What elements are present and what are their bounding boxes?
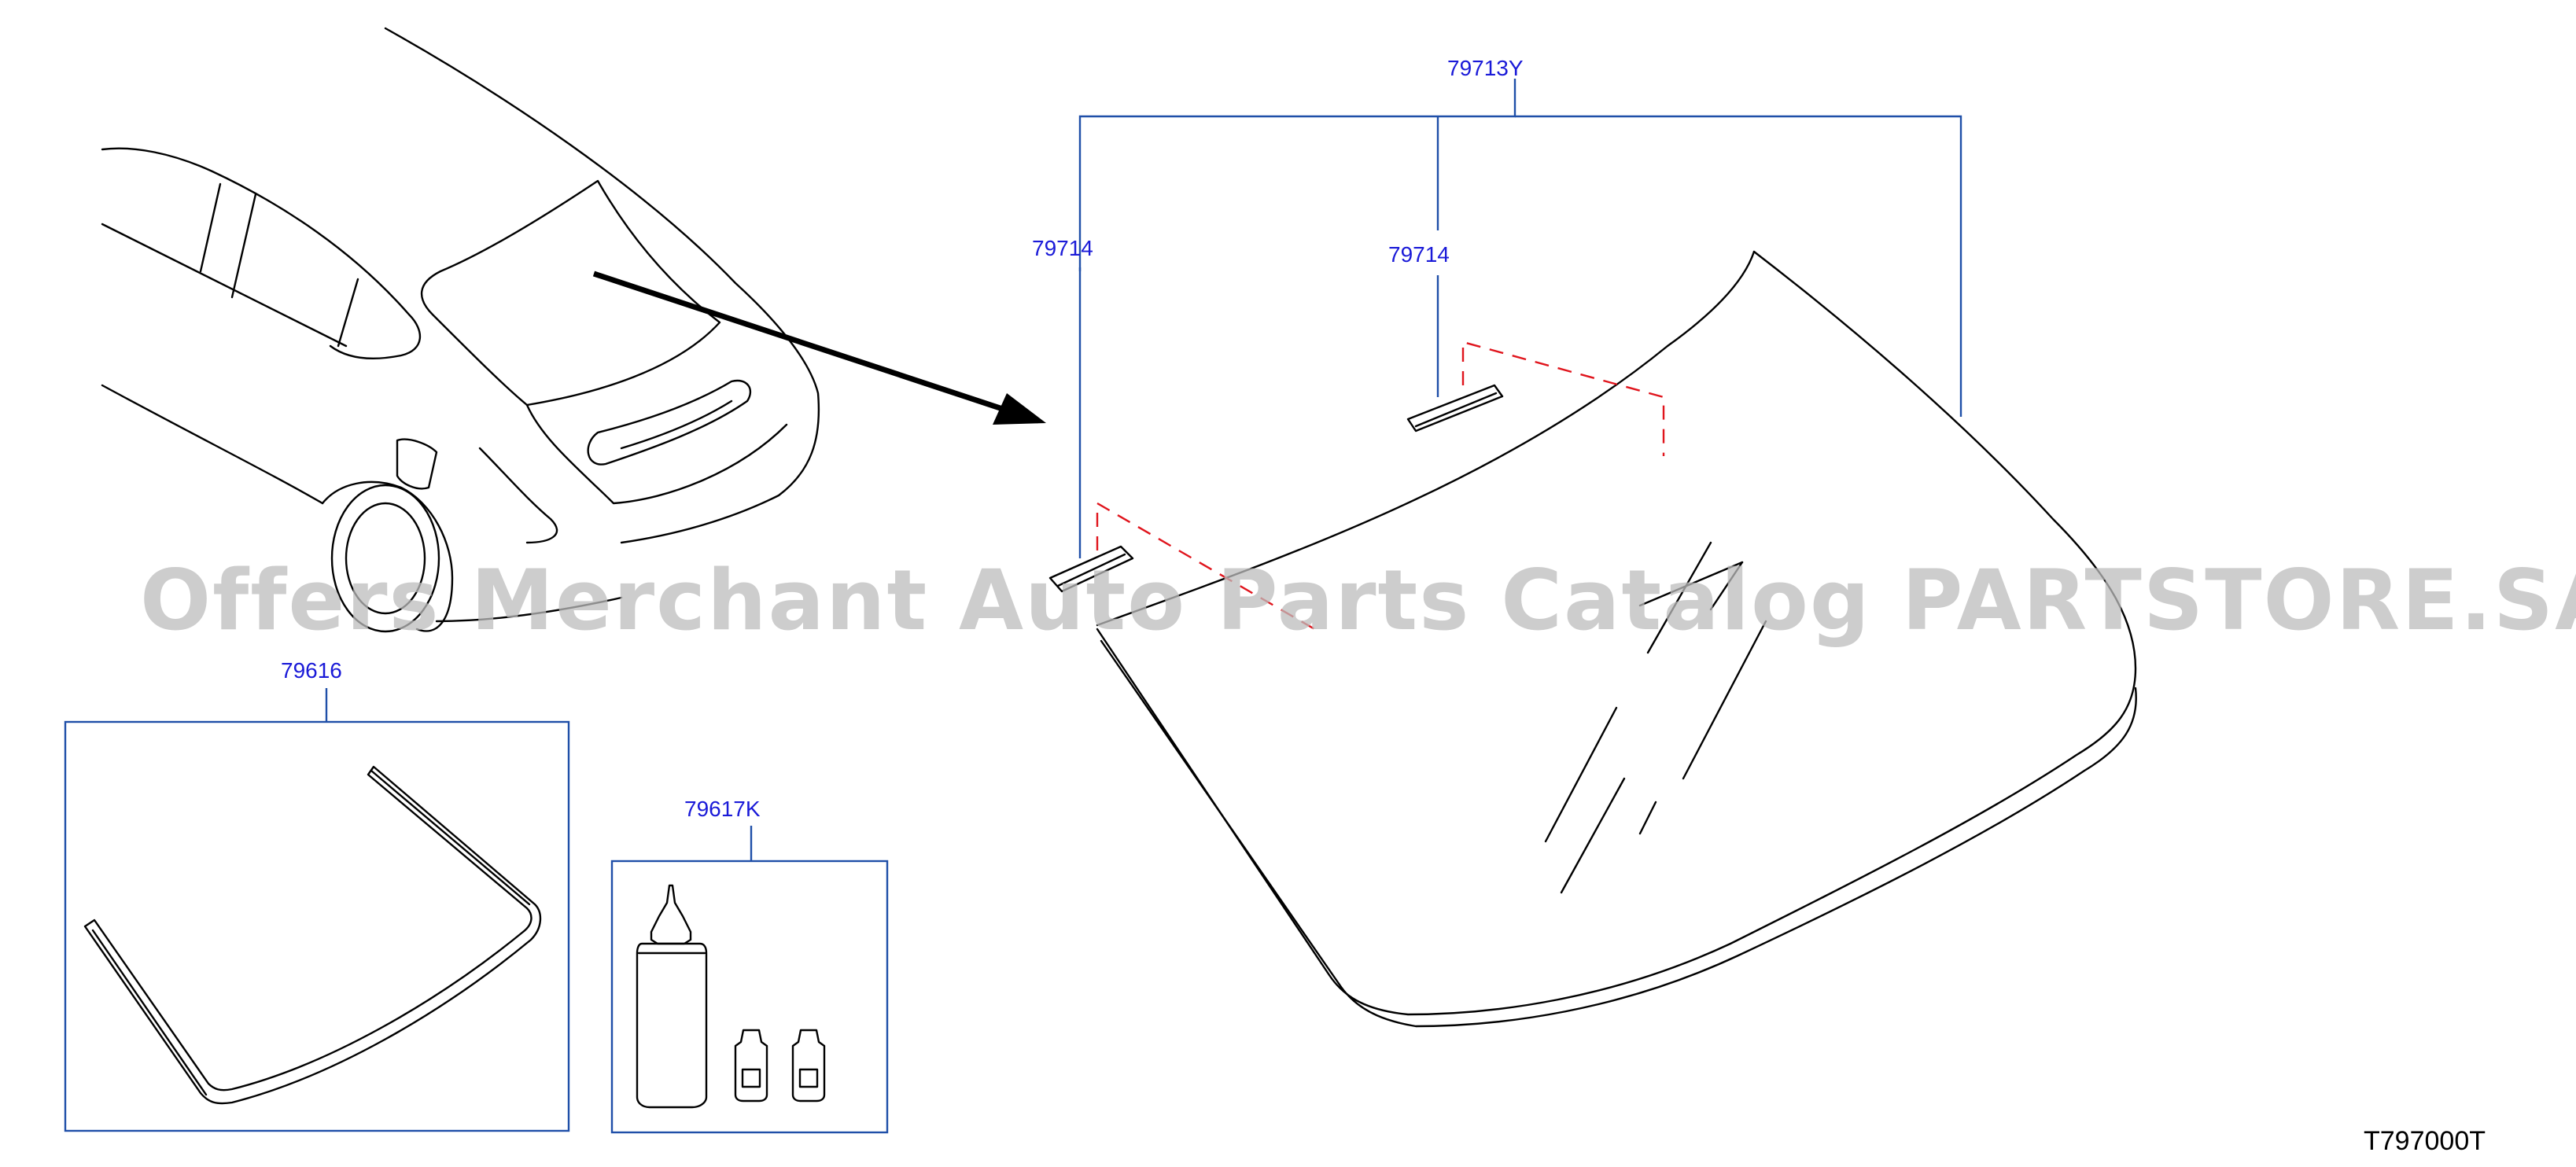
watermark: Offers Merchant Auto Parts Catalog PARTS… bbox=[140, 552, 2576, 649]
windshield-glass bbox=[1096, 250, 2137, 1028]
diagram-code: T797000T bbox=[2364, 1126, 2486, 1156]
vehicle-illustration bbox=[101, 27, 1046, 633]
callout-79616: 79616 bbox=[281, 658, 342, 683]
callout-79617k: 79617K bbox=[684, 797, 761, 821]
callout-79714-center: 79714 bbox=[1388, 242, 1450, 267]
leader-lines bbox=[1078, 79, 1962, 558]
clip-center bbox=[1406, 384, 1504, 433]
sealant-kit-panel bbox=[610, 826, 889, 1134]
molding-panel bbox=[64, 688, 570, 1132]
hidden-line-outlines bbox=[1096, 341, 1665, 635]
clip-left bbox=[1048, 545, 1134, 593]
callout-79713y: 79713Y bbox=[1447, 56, 1524, 80]
callout-79714-left: 79714 bbox=[1032, 236, 1093, 260]
